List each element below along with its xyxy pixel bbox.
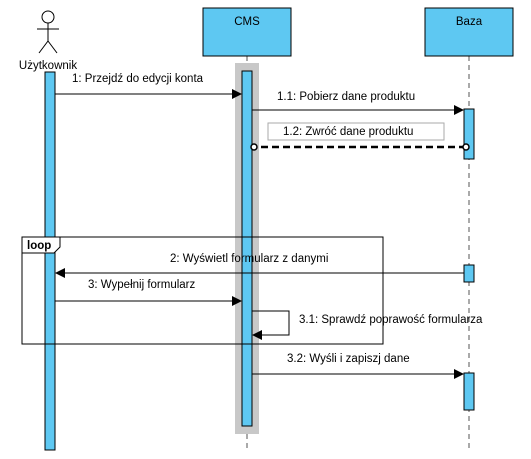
message-3-2[interactable]: 3.2: Wyśli i zapiszj dane <box>252 353 464 379</box>
actor-leg-left <box>38 40 49 54</box>
cms-box <box>202 7 292 57</box>
message-3-1-label: 3.1: Sprawdź poprawość formularza <box>299 314 483 326</box>
db-activation-3[interactable] <box>463 372 475 411</box>
message-3-1-arrow <box>252 310 290 340</box>
loop-operator-label: loop <box>27 240 51 252</box>
message-3-1[interactable]: 3.1: Sprawdź poprawość formularza <box>252 310 483 340</box>
message-1-2-start-dot <box>462 143 470 151</box>
cms-label: CMS <box>234 16 260 28</box>
message-1-1-label: 1.1: Pobierz dane produktu <box>277 91 415 103</box>
actor-head <box>41 10 55 24</box>
db-participant[interactable]: Baza <box>424 7 514 57</box>
message-1-2-label-box <box>267 122 445 141</box>
db-activation-2[interactable] <box>463 264 475 283</box>
message-1-label: 1: Przejdź do edycji konta <box>72 73 204 85</box>
user-activation[interactable] <box>44 71 56 451</box>
message-3-label: 3: Wypełnij formularz <box>88 279 196 291</box>
cms-participant[interactable]: CMS <box>202 7 292 57</box>
message-1-2[interactable]: 1.2: Zwróć dane produktu <box>250 122 470 151</box>
loop-operator-tab <box>21 236 61 254</box>
loop-frame <box>21 236 384 345</box>
actor-leg-right <box>47 40 58 54</box>
db-activation-1[interactable] <box>463 108 475 160</box>
db-label: Baza <box>456 16 483 28</box>
message-1[interactable]: 1: Przejdź do edycji konta <box>55 73 242 99</box>
message-1-1[interactable]: 1.1: Pobierz dane produktu <box>252 91 464 115</box>
cms-activation[interactable] <box>241 70 253 427</box>
loop-fragment[interactable]: loop <box>21 236 384 345</box>
user-actor[interactable]: Użytkownik <box>19 10 77 72</box>
message-3-2-label: 3.2: Wyśli i zapiszj dane <box>287 353 410 365</box>
message-1-2-end-dot <box>250 143 258 151</box>
message-3[interactable]: 3: Wypełnij formularz <box>55 279 242 306</box>
message-2[interactable]: 2: Wyświetl formularz z danymi <box>55 253 464 278</box>
message-2-label: 2: Wyświetl formularz z danymi <box>170 253 328 265</box>
db-box <box>424 7 514 57</box>
message-1-2-label: 1.2: Zwróć dane produktu <box>283 126 413 138</box>
user-actor-label: Użytkownik <box>19 60 77 72</box>
